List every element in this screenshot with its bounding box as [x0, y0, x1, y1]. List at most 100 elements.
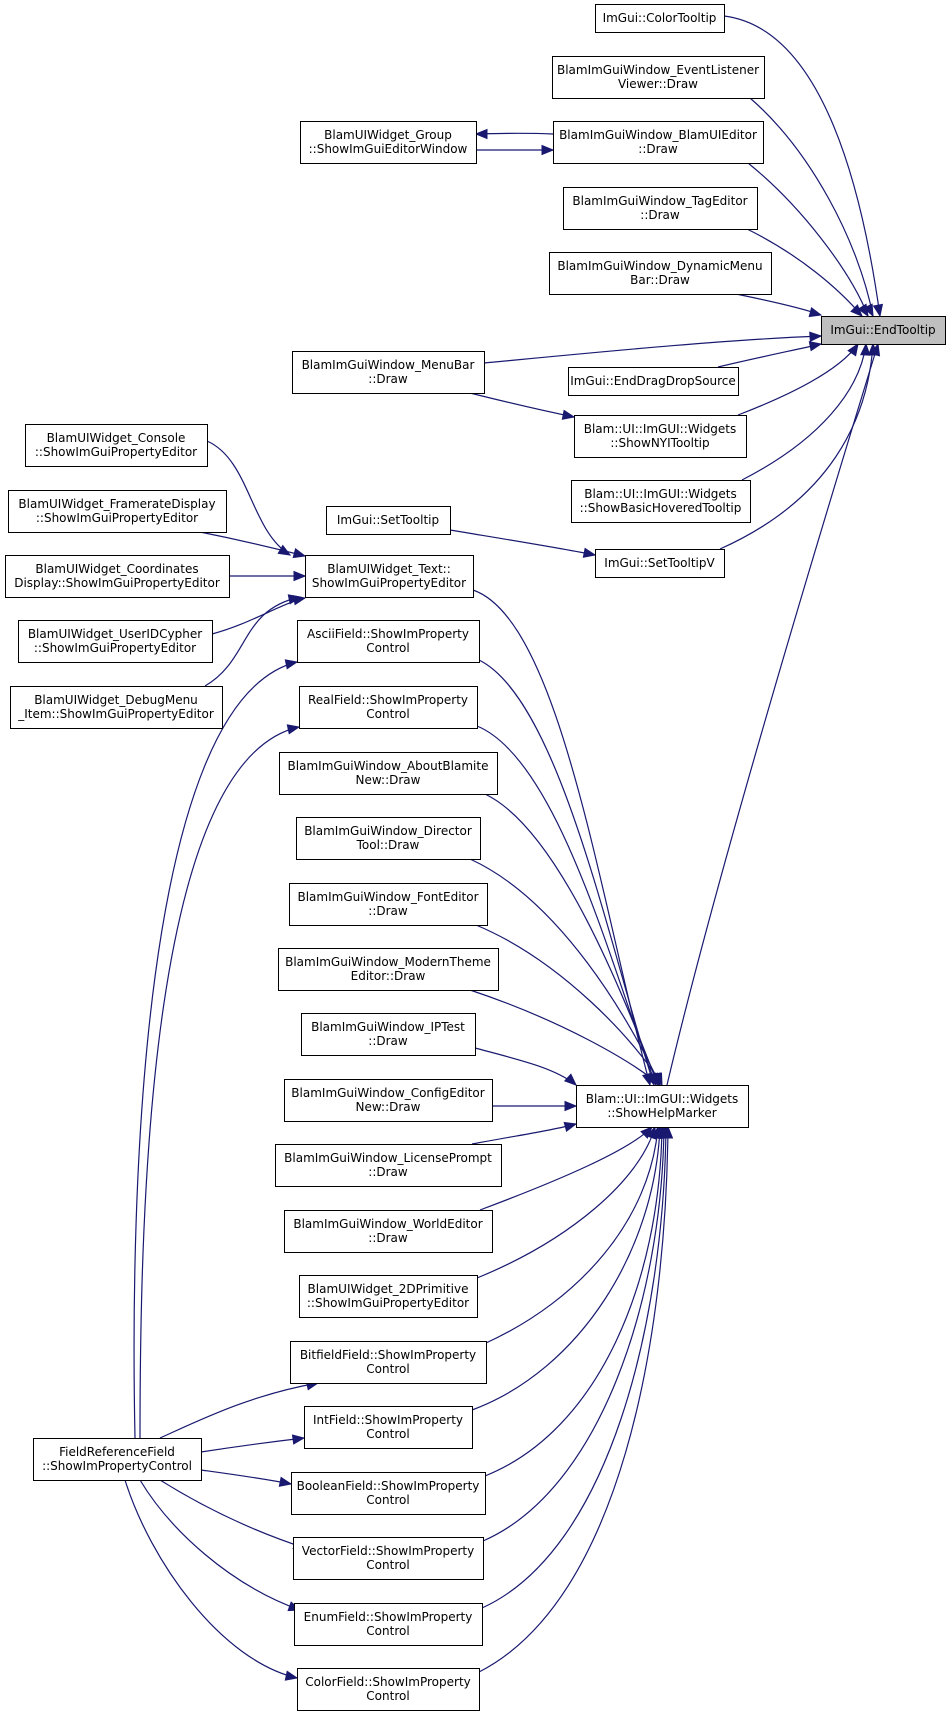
node-box	[289, 883, 488, 926]
node-box	[8, 490, 227, 533]
node-fieldref[interactable]: FieldReferenceField::ShowImPropertyContr…	[33, 1438, 202, 1481]
node-fonteditor[interactable]: BlamImGuiWindow_FontEditor::Draw	[289, 883, 488, 926]
node-box	[301, 1013, 476, 1056]
node-label-line: ::ShowNYITooltip	[610, 436, 709, 450]
edge-framerate-to-text	[199, 531, 307, 559]
node-worldeditor[interactable]: BlamImGuiWindow_WorldEditor::Draw	[284, 1210, 493, 1253]
node-label-line: ImGui::SetTooltipV	[604, 556, 715, 570]
edge-arrowhead	[563, 1073, 577, 1086]
edge-line	[749, 97, 874, 317]
node-colortooltip[interactable]: ImGui::ColorTooltip	[595, 4, 725, 33]
node-box	[10, 686, 223, 729]
node-debugmenu[interactable]: BlamUIWidget_DebugMenu_Item::ShowImGuiPr…	[10, 686, 223, 729]
edge-line	[471, 1123, 577, 1145]
node-boolean[interactable]: BooleanField::ShowImPropertyControl	[291, 1472, 486, 1515]
edge-iptest-to-helpmarker	[474, 1047, 577, 1086]
edge-configeditor-to-helpmarker	[492, 1100, 578, 1112]
edge-line	[737, 343, 859, 416]
edge-arrowhead	[474, 128, 488, 140]
node-enddragdrop[interactable]: ImGui::EndDragDropSource	[568, 367, 739, 396]
node-vector[interactable]: VectorField::ShowImPropertyControl	[293, 1537, 484, 1580]
edge-line	[204, 596, 301, 687]
edge-fieldref-to-real	[139, 724, 301, 1439]
node-shownyi[interactable]: Blam::UI::ImGUI::Widgets::ShowNYITooltip	[574, 415, 747, 458]
node-settooltip[interactable]: ImGui::SetTooltip	[326, 506, 451, 535]
edge-enumfield-to-helpmarker	[481, 1125, 672, 1609]
node-label-line: BlamUIWidget_DebugMenu	[34, 693, 198, 707]
edge-boolean-to-helpmarker	[484, 1125, 668, 1477]
edge-line	[723, 15, 881, 317]
node-eventlistener[interactable]: BlamImGuiWindow_EventListenerViewer::Dra…	[552, 56, 765, 99]
node-label-line: Control	[366, 641, 409, 655]
node-label-line: RealField::ShowImProperty	[308, 693, 468, 707]
edge-fieldref-to-enumfield	[139, 1479, 302, 1612]
node-endtooltip[interactable]: ImGui::EndTooltip	[821, 316, 946, 345]
edge-line	[484, 793, 659, 1086]
node-real[interactable]: RealField::ShowImPropertyControl	[299, 686, 478, 729]
node-box	[326, 506, 451, 535]
node-useridcypher[interactable]: BlamUIWidget_UserIDCypher::ShowImGuiProp…	[18, 620, 213, 663]
node-label-line: _Item::ShowImGuiPropertyEditor	[17, 707, 214, 721]
node-box	[18, 620, 213, 663]
edge-arrowhead	[564, 1100, 578, 1112]
node-label-line: Viewer::Draw	[618, 77, 698, 91]
node-iptest[interactable]: BlamImGuiWindow_IPTest::Draw	[301, 1013, 476, 1056]
edge-coordinates-to-text	[229, 570, 307, 582]
edge-line	[478, 659, 655, 1086]
edge-line	[159, 1479, 306, 1549]
node-box	[278, 948, 499, 991]
edge-arrowhead	[872, 303, 884, 318]
node-label-line: FieldReferenceField	[59, 1445, 175, 1459]
edge-arrowhead	[284, 659, 299, 670]
edge-line	[741, 343, 867, 481]
edge-text-to-helpmarker	[472, 589, 653, 1087]
edge-line	[483, 335, 822, 364]
node-showbasic[interactable]: Blam::UI::ImGUI::Widgets::ShowBasicHover…	[571, 480, 751, 523]
node-label-line: Control	[366, 1427, 409, 1441]
node-tageditor[interactable]: BlamImGuiWindow_TagEditor::Draw	[563, 187, 758, 230]
node-label-line: ColorField::ShowImProperty	[305, 1675, 471, 1689]
edge-arrowhead	[662, 1125, 674, 1139]
edge-line	[469, 989, 661, 1086]
node-text[interactable]: BlamUIWidget_Text::ShowImGuiPropertyEdit…	[305, 555, 474, 598]
edge-line	[478, 1126, 669, 1673]
node-helpmarker[interactable]: Blam::UI::ImGUI::Widgets::ShowHelpMarker	[576, 1085, 749, 1128]
node-console[interactable]: BlamUIWidget_Console::ShowImGuiPropertyE…	[25, 424, 208, 467]
node-license[interactable]: BlamImGuiWindow_LicensePrompt::Draw	[275, 1144, 502, 1187]
node-box	[294, 1603, 483, 1646]
node-colorfield[interactable]: ColorField::ShowImPropertyControl	[297, 1668, 480, 1711]
node-box	[821, 316, 946, 345]
node-box	[292, 351, 485, 394]
edge-fonteditor-to-helpmarker	[475, 924, 663, 1087]
node-enumfield[interactable]: EnumField::ShowImPropertyControl	[294, 1603, 483, 1646]
node-coordinates[interactable]: BlamUIWidget_CoordinatesDisplay::ShowImG…	[5, 555, 230, 598]
node-label-line: BlamImGuiWindow_Director	[304, 824, 472, 838]
node-blamuieditor[interactable]: BlamImGuiWindow_BlamUIEditor::Draw	[553, 121, 764, 164]
node-box	[284, 1079, 493, 1122]
node-settooltipv[interactable]: ImGui::SetTooltipV	[595, 549, 725, 578]
node-label-line: ::Draw	[638, 142, 678, 156]
node-label-line: ::ShowImGuiPropertyEditor	[35, 445, 197, 459]
node-label-line: BlamUIWidget_UserIDCypher	[28, 627, 202, 641]
node-group[interactable]: BlamUIWidget_Group::ShowImGuiEditorWindo…	[300, 121, 477, 164]
node-menubar[interactable]: BlamImGuiWindow_MenuBar::Draw	[292, 351, 485, 394]
node-primitive2d[interactable]: BlamUIWidget_2DPrimitive::ShowImGuiPrope…	[299, 1275, 478, 1318]
node-ascii[interactable]: AsciiField::ShowImPropertyControl	[297, 620, 480, 663]
node-label-line: EnumField::ShowImProperty	[304, 1610, 473, 1624]
node-label-line: BlamUIWidget_Coordinates	[35, 562, 198, 576]
node-intfield[interactable]: IntField::ShowImPropertyControl	[304, 1406, 473, 1449]
edge-line	[469, 392, 575, 418]
node-bitfield[interactable]: BitfieldField::ShowImPropertyControl	[290, 1341, 487, 1384]
edge-fieldref-to-bitfield	[159, 1380, 320, 1439]
edge-dynamicmenu-to-endtooltip	[735, 293, 823, 318]
edge-arrowhead	[541, 144, 555, 156]
edge-line	[475, 132, 554, 135]
edge-debugmenu-to-text	[204, 594, 302, 687]
node-framerate[interactable]: BlamUIWidget_FramerateDisplay::ShowImGui…	[8, 490, 227, 533]
